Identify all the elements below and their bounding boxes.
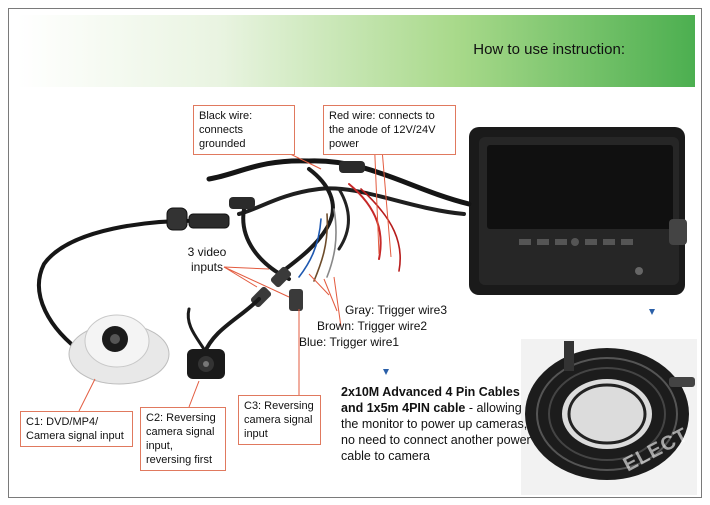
c2-callout: C2: Reversing camera signal input, rever… bbox=[140, 407, 226, 471]
cable-description-bold: 2x10M Advanced 4 Pin Cables and 1x5m 4PI… bbox=[341, 385, 520, 415]
c1-callout: C1: DVD/MP4/ Camera signal input bbox=[20, 411, 133, 447]
banner-title: How to use instruction: bbox=[473, 41, 625, 58]
instruction-panel: How to use instruction: bbox=[8, 8, 702, 498]
header-banner: How to use instruction: bbox=[17, 15, 695, 87]
cable-reel-image bbox=[521, 339, 697, 495]
c2-text: C2: Reversing camera signal input, rever… bbox=[146, 412, 216, 466]
black-wire-callout: Black wire: connects grounded bbox=[193, 105, 295, 155]
c1-text: C1: DVD/MP4/ Camera signal input bbox=[26, 416, 124, 442]
dome-camera-image bbox=[68, 314, 170, 385]
c3-text: C3: Reversing camera signal input bbox=[244, 400, 314, 440]
brown-wire-label: Brown: Trigger wire2 bbox=[317, 319, 428, 333]
reversing-camera-image bbox=[187, 349, 225, 379]
cable-description: 2x10M Advanced 4 Pin Cables and 1x5m 4PI… bbox=[341, 384, 531, 464]
leader-lines bbox=[78, 128, 392, 412]
product-illustration bbox=[37, 127, 697, 495]
gray-wire-label: Gray: Trigger wire3 bbox=[345, 303, 448, 317]
c3-callout: C3: Reversing camera signal input bbox=[238, 395, 321, 445]
video-inputs-label: 3 video inputs bbox=[187, 245, 227, 274]
cable-description-rest: - allowing the monitor to power up camer… bbox=[341, 401, 531, 463]
red-wire-callout: Red wire: connects to the anode of 12V/2… bbox=[323, 105, 456, 155]
black-wire-text: Black wire: connects grounded bbox=[199, 110, 253, 150]
red-wire-text: Red wire: connects to the anode of 12V/2… bbox=[329, 110, 436, 150]
blue-wire-label: Blue: Trigger wire1 bbox=[299, 335, 400, 349]
cable-bundle bbox=[37, 158, 472, 361]
monitor-image bbox=[469, 127, 687, 295]
